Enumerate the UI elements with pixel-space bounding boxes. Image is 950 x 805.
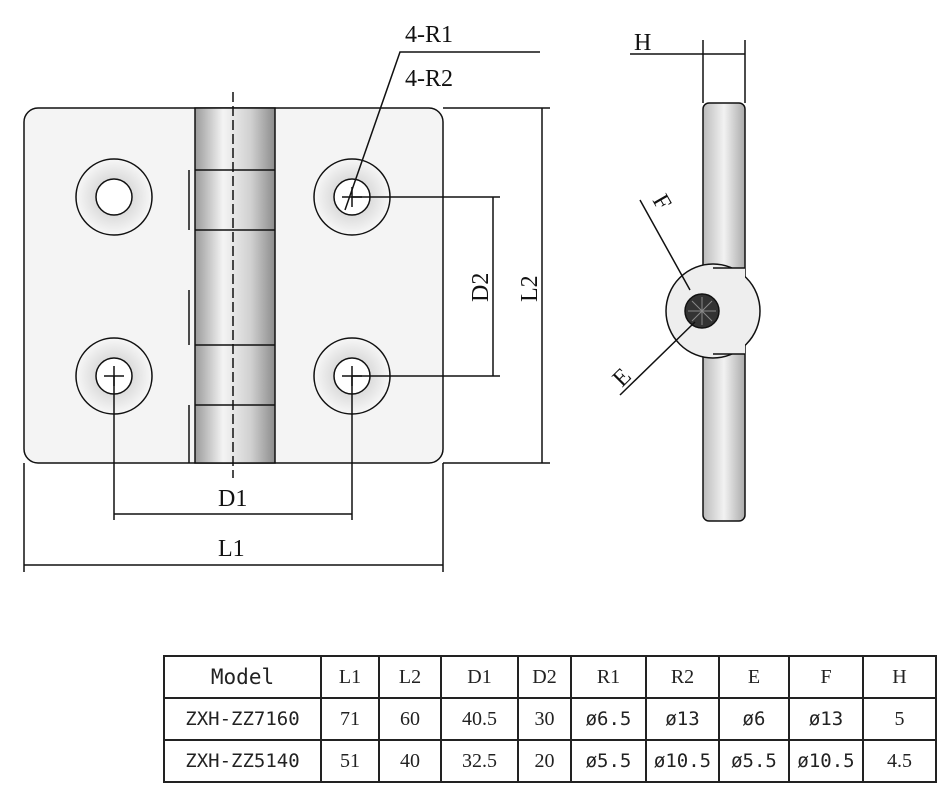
cell: 5 [862, 697, 937, 741]
header-cell: F [788, 655, 864, 699]
header-cell: H [862, 655, 937, 699]
cell: ø5.5 [718, 739, 790, 783]
cell: ø6 [718, 697, 790, 741]
header-cell: R1 [570, 655, 647, 699]
header-cell: L1 [320, 655, 380, 699]
cell: 71 [320, 697, 380, 741]
label-e: E [608, 363, 637, 392]
cell: 4.5 [862, 739, 937, 783]
cell: ø10.5 [645, 739, 720, 783]
label-d2: D2 [468, 273, 494, 302]
spec-table: Model L1 L2 D1 D2 R1 R2 E F H ZXH-ZZ7160… [163, 655, 937, 783]
header-cell: Model [163, 655, 322, 699]
table-row: ZXH-ZZ5140 51 40 32.5 20 ø5.5 ø10.5 ø5.5… [163, 739, 937, 783]
label-l1: L1 [218, 536, 245, 562]
cell: 20 [517, 739, 572, 783]
hinge-technical-drawing: 4-R1 4-R2 D1 L1 D2 L2 H F E [23, 22, 761, 572]
hinge-knuckle [194, 107, 276, 464]
cell-model: ZXH-ZZ7160 [163, 697, 322, 741]
label-r2: 4-R2 [405, 66, 453, 92]
cell: 40 [378, 739, 442, 783]
cell: ø13 [788, 697, 864, 741]
cell: 60 [378, 697, 442, 741]
header-cell: L2 [378, 655, 442, 699]
table-row: ZXH-ZZ7160 71 60 40.5 30 ø6.5 ø13 ø6 ø13… [163, 697, 937, 741]
cell: ø13 [645, 697, 720, 741]
cell: 51 [320, 739, 380, 783]
cell: 40.5 [440, 697, 519, 741]
label-f: F [647, 190, 676, 215]
cell: ø6.5 [570, 697, 647, 741]
cell: ø5.5 [570, 739, 647, 783]
label-h: H [634, 30, 651, 56]
cell: 30 [517, 697, 572, 741]
cell-model: ZXH-ZZ5140 [163, 739, 322, 783]
label-r1: 4-R1 [405, 22, 453, 48]
header-cell: E [718, 655, 790, 699]
cell: ø10.5 [788, 739, 864, 783]
header-cell: D2 [517, 655, 572, 699]
header-cell: R2 [645, 655, 720, 699]
label-d1: D1 [218, 486, 247, 512]
header-cell: D1 [440, 655, 519, 699]
cell: 32.5 [440, 739, 519, 783]
label-l2: L2 [517, 275, 543, 302]
table-header-row: Model L1 L2 D1 D2 R1 R2 E F H [163, 655, 937, 699]
